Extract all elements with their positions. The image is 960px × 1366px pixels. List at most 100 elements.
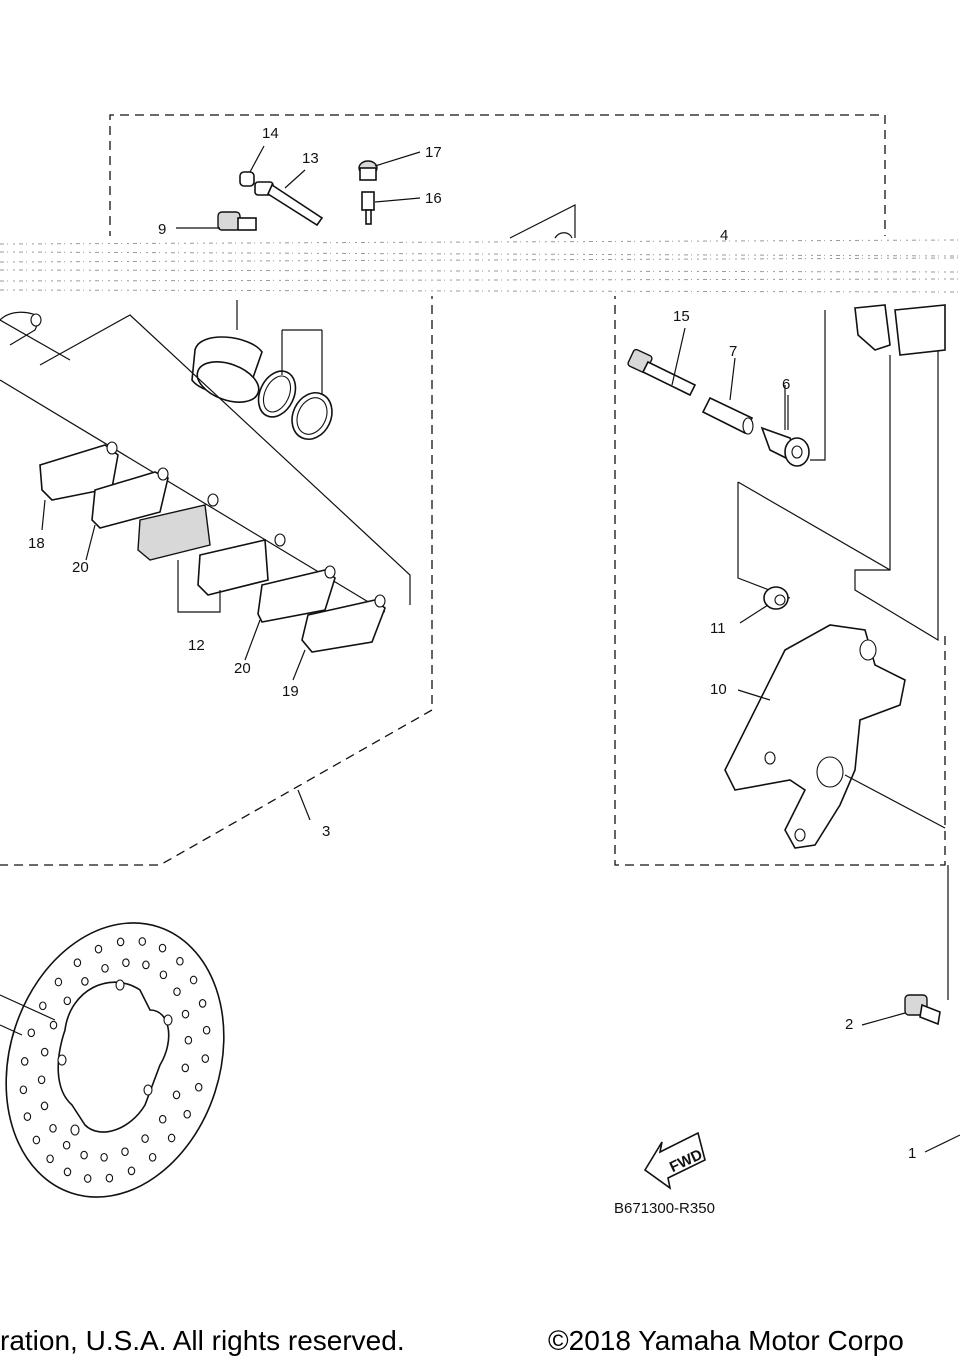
footer-copyright-left: ration, U.S.A. All rights reserved. xyxy=(0,1325,405,1356)
disc-hole xyxy=(40,1047,49,1057)
disc-hole xyxy=(23,1112,32,1121)
caliper-assembly-outline-top xyxy=(109,114,886,240)
part-14-cap xyxy=(239,171,255,187)
caliper-bracket-outline xyxy=(614,290,946,866)
disc-hole xyxy=(116,937,125,947)
disc-hole xyxy=(94,944,103,954)
disc-hole xyxy=(63,996,72,1006)
callout-labels: 14 13 17 16 9 4 15 7 6 11 10 18 20 12 20… xyxy=(28,125,916,1162)
disc-hole xyxy=(202,1025,211,1035)
part-7-sleeve xyxy=(701,396,754,435)
disc-hole xyxy=(184,1035,193,1045)
callout-16: 16 xyxy=(425,190,442,207)
callout-18: 18 xyxy=(28,535,45,552)
disc-hole xyxy=(198,999,207,1008)
disc-hole xyxy=(194,1082,203,1092)
leader-lines xyxy=(41,145,960,1153)
callout-11: 11 xyxy=(710,620,726,637)
disc-hole xyxy=(142,960,150,970)
disc-hole xyxy=(148,1152,157,1162)
brake-disc-perforations xyxy=(19,937,211,1183)
part-6-boot xyxy=(760,426,810,467)
disc-hole xyxy=(81,977,89,986)
callout-2: 2 xyxy=(845,1016,853,1033)
diagram-code: B671300-R350 xyxy=(614,1200,715,1217)
callout-15: 15 xyxy=(673,308,690,325)
part-seal-a xyxy=(257,370,297,418)
callout-19: 19 xyxy=(282,683,299,700)
disc-hole xyxy=(201,1054,210,1063)
disc-hole xyxy=(172,1090,181,1100)
part-piston xyxy=(191,336,263,403)
part-12-brake-pads xyxy=(137,493,286,596)
disc-hole xyxy=(127,1166,136,1176)
disc-hole xyxy=(40,1101,49,1111)
disc-hole xyxy=(83,1174,92,1183)
part-19-shim xyxy=(301,594,386,653)
disc-hole xyxy=(20,1057,29,1066)
disc-hole xyxy=(158,1114,167,1124)
disc-hole xyxy=(80,1150,88,1160)
callout-1: 1 xyxy=(908,1145,916,1162)
disc-hole xyxy=(176,956,184,966)
part-seal-b xyxy=(291,392,333,440)
part-1-brake-disc xyxy=(5,922,225,1198)
callout-3: 3 xyxy=(322,823,330,840)
disc-hole xyxy=(62,1140,71,1150)
disc-hole xyxy=(105,1173,114,1183)
callout-10: 10 xyxy=(710,681,727,698)
caliper-body-fragment xyxy=(509,204,576,239)
part-13-pin xyxy=(254,181,324,227)
part-10-caliper-bracket xyxy=(724,624,906,849)
disc-hole xyxy=(158,943,167,953)
disc-hole xyxy=(173,987,181,997)
part-11-bushing xyxy=(763,586,789,610)
callout-9: 9 xyxy=(158,221,166,238)
disc-hole xyxy=(138,937,147,946)
part-9-bolt xyxy=(217,211,257,231)
part-15-bolt xyxy=(627,348,697,397)
caliper-assembly-outline-left xyxy=(0,290,433,866)
callout-20-b: 20 xyxy=(234,660,251,677)
disc-hole xyxy=(101,963,109,973)
callout-7: 7 xyxy=(729,343,737,360)
callout-17: 17 xyxy=(425,144,442,161)
callout-20-a: 20 xyxy=(72,559,89,576)
part-2-bolt xyxy=(904,994,941,1026)
disc-hole xyxy=(181,1063,190,1073)
footer-copyright-right: ©2018 Yamaha Motor Corpo xyxy=(548,1325,904,1356)
caliper-right-fragment xyxy=(854,304,891,351)
callout-6: 6 xyxy=(782,376,790,393)
disc-hole xyxy=(141,1134,149,1143)
disc-hole xyxy=(63,1167,72,1177)
callout-14: 14 xyxy=(262,125,279,142)
disc-hole xyxy=(121,1147,129,1157)
disc-hole xyxy=(159,970,168,980)
callout-13: 13 xyxy=(302,150,319,167)
disc-hole xyxy=(49,1020,58,1030)
part-16-bleed-screw xyxy=(361,191,375,225)
part-20-shim-b xyxy=(257,565,336,623)
callout-12: 12 xyxy=(188,637,205,654)
disc-hole xyxy=(27,1028,36,1038)
disc-hole xyxy=(49,1123,57,1133)
disc-hole xyxy=(189,975,198,985)
part-20-shim-a xyxy=(91,467,169,529)
disc-hole xyxy=(181,1009,190,1019)
disc-hole xyxy=(32,1135,41,1145)
callout-4: 4 xyxy=(720,227,728,244)
disc-hole xyxy=(46,1154,54,1164)
disc-hole xyxy=(73,958,82,968)
fwd-arrow-icon: FWD xyxy=(643,1131,706,1190)
disc-hole xyxy=(19,1085,28,1095)
disc-hole xyxy=(100,1152,108,1162)
disc-hole xyxy=(54,977,63,987)
scan-artifact-band xyxy=(0,236,960,296)
disc-hole xyxy=(167,1133,176,1143)
part-17-bleed-cap xyxy=(358,160,378,181)
disc-hole xyxy=(183,1109,191,1119)
disc-hole xyxy=(39,1001,47,1011)
disc-hole xyxy=(37,1075,46,1085)
disc-hole xyxy=(122,958,130,968)
